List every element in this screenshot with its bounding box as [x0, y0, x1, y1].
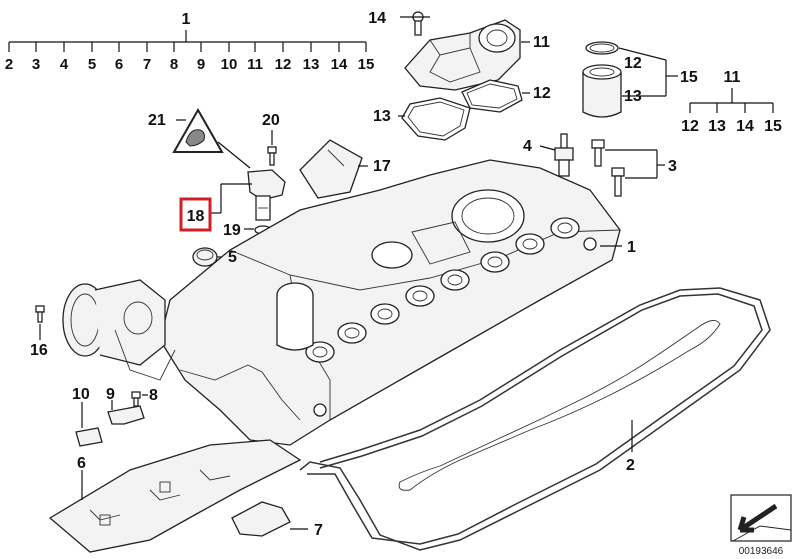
part-12-ring: [585, 41, 619, 55]
header-group: 1 2 3 4 5 6 7 8 9 10 11 12 13 14 15: [5, 11, 375, 73]
header-item-9: 9: [197, 56, 205, 73]
callout-4: 4: [523, 138, 532, 155]
callout-10: 10: [72, 386, 90, 403]
part-4-sensor: [554, 133, 574, 177]
part-12-gasket: [461, 79, 523, 113]
part-2-gasket: [299, 287, 771, 551]
warning-triangle-hand-icon: [172, 107, 224, 153]
cover-boss: [305, 341, 335, 363]
callout-1: 1: [627, 239, 636, 256]
callout-21: 21: [148, 112, 166, 129]
header-item-6: 6: [115, 56, 123, 73]
cover-boss: [405, 285, 435, 307]
part-9-bracket: [107, 405, 145, 425]
header-item-14: 14: [331, 56, 348, 73]
group-11-label: 11: [724, 69, 741, 86]
header-item-3: 3: [32, 56, 40, 73]
cover-boss: [515, 233, 545, 255]
header-item-13: 13: [303, 56, 320, 73]
callout-19: 19: [223, 222, 241, 239]
cover-boss-hole: [412, 290, 428, 302]
header-items: 2 3 4 5 6 7 8 9 10 11 12 13 14 15: [5, 56, 375, 73]
callout-20: 20: [262, 112, 280, 129]
group-11-item-14: 14: [736, 118, 754, 135]
header-item-11: 11: [247, 56, 263, 73]
callout-9: 9: [106, 386, 115, 403]
callout-17: 17: [373, 158, 391, 175]
header-label: 1: [182, 11, 191, 28]
callout-11: 11: [533, 34, 550, 51]
callout-8: 8: [149, 387, 158, 404]
callout-5: 5: [228, 249, 237, 266]
part-6-heat-shield: [48, 439, 302, 553]
part-7-bracket: [231, 501, 291, 537]
cover-boss-hole: [522, 238, 538, 250]
cover-boss-hole: [377, 308, 393, 320]
header-item-2: 2: [5, 56, 13, 73]
callout-12-bracket: 12: [624, 55, 642, 72]
header-item-8: 8: [170, 56, 178, 73]
part-1-valve-cover: [159, 159, 621, 446]
callout-15-bracket: 15: [680, 69, 698, 86]
callout-13-bracket: 13: [624, 88, 642, 105]
callout-7: 7: [314, 522, 323, 539]
part-18-sensor: [247, 169, 286, 221]
callout-14: 14: [368, 10, 386, 27]
callout-2: 2: [626, 457, 635, 474]
group-11-item-13: 13: [708, 118, 726, 135]
arrow-box-icon: [730, 494, 792, 542]
part-20-bolt: [267, 146, 277, 166]
callout-12-right: 12: [533, 85, 551, 102]
header-item-4: 4: [60, 56, 69, 73]
header-item-7: 7: [143, 56, 151, 73]
part-5-plug: [192, 247, 218, 267]
header-item-5: 5: [88, 56, 96, 73]
callout-16: 16: [30, 342, 48, 359]
part-16-bolt: [35, 305, 45, 323]
cover-boss-hole: [487, 256, 503, 268]
group-11-item-15: 15: [764, 118, 782, 135]
cover-boss-hole: [447, 274, 463, 286]
highlight-box: [179, 197, 212, 232]
cover-boss: [480, 251, 510, 273]
group-11-item-12: 12: [681, 118, 699, 135]
header-item-15: 15: [358, 56, 375, 73]
part-10-clip: [75, 427, 103, 447]
group-11: 11 12 13 14 15: [681, 69, 782, 135]
callout-6: 6: [77, 455, 86, 472]
callout-18: 18: [187, 208, 205, 225]
part-17-pad: [299, 139, 363, 199]
callout-3: 3: [668, 158, 677, 175]
cover-boss-hole: [557, 222, 573, 234]
callout-13-top: 13: [373, 108, 391, 125]
cover-boss-hole: [344, 327, 360, 339]
header-item-12: 12: [275, 56, 292, 73]
part-11-housing: [404, 19, 521, 91]
part-13-sleeve: [582, 64, 622, 118]
part-throttle-body: [62, 279, 176, 381]
cover-boss-hole: [312, 346, 328, 358]
cover-boss: [440, 269, 470, 291]
part-13-gasket: [401, 97, 471, 141]
part-8-bolt: [131, 391, 141, 407]
part-14-bolt: [412, 11, 424, 36]
diagram-number: 00193646: [739, 546, 784, 557]
cover-boss: [337, 322, 367, 344]
header-item-10: 10: [221, 56, 238, 73]
cover-boss: [370, 303, 400, 325]
part-3-bolts: [591, 139, 625, 197]
cover-boss: [550, 217, 580, 239]
